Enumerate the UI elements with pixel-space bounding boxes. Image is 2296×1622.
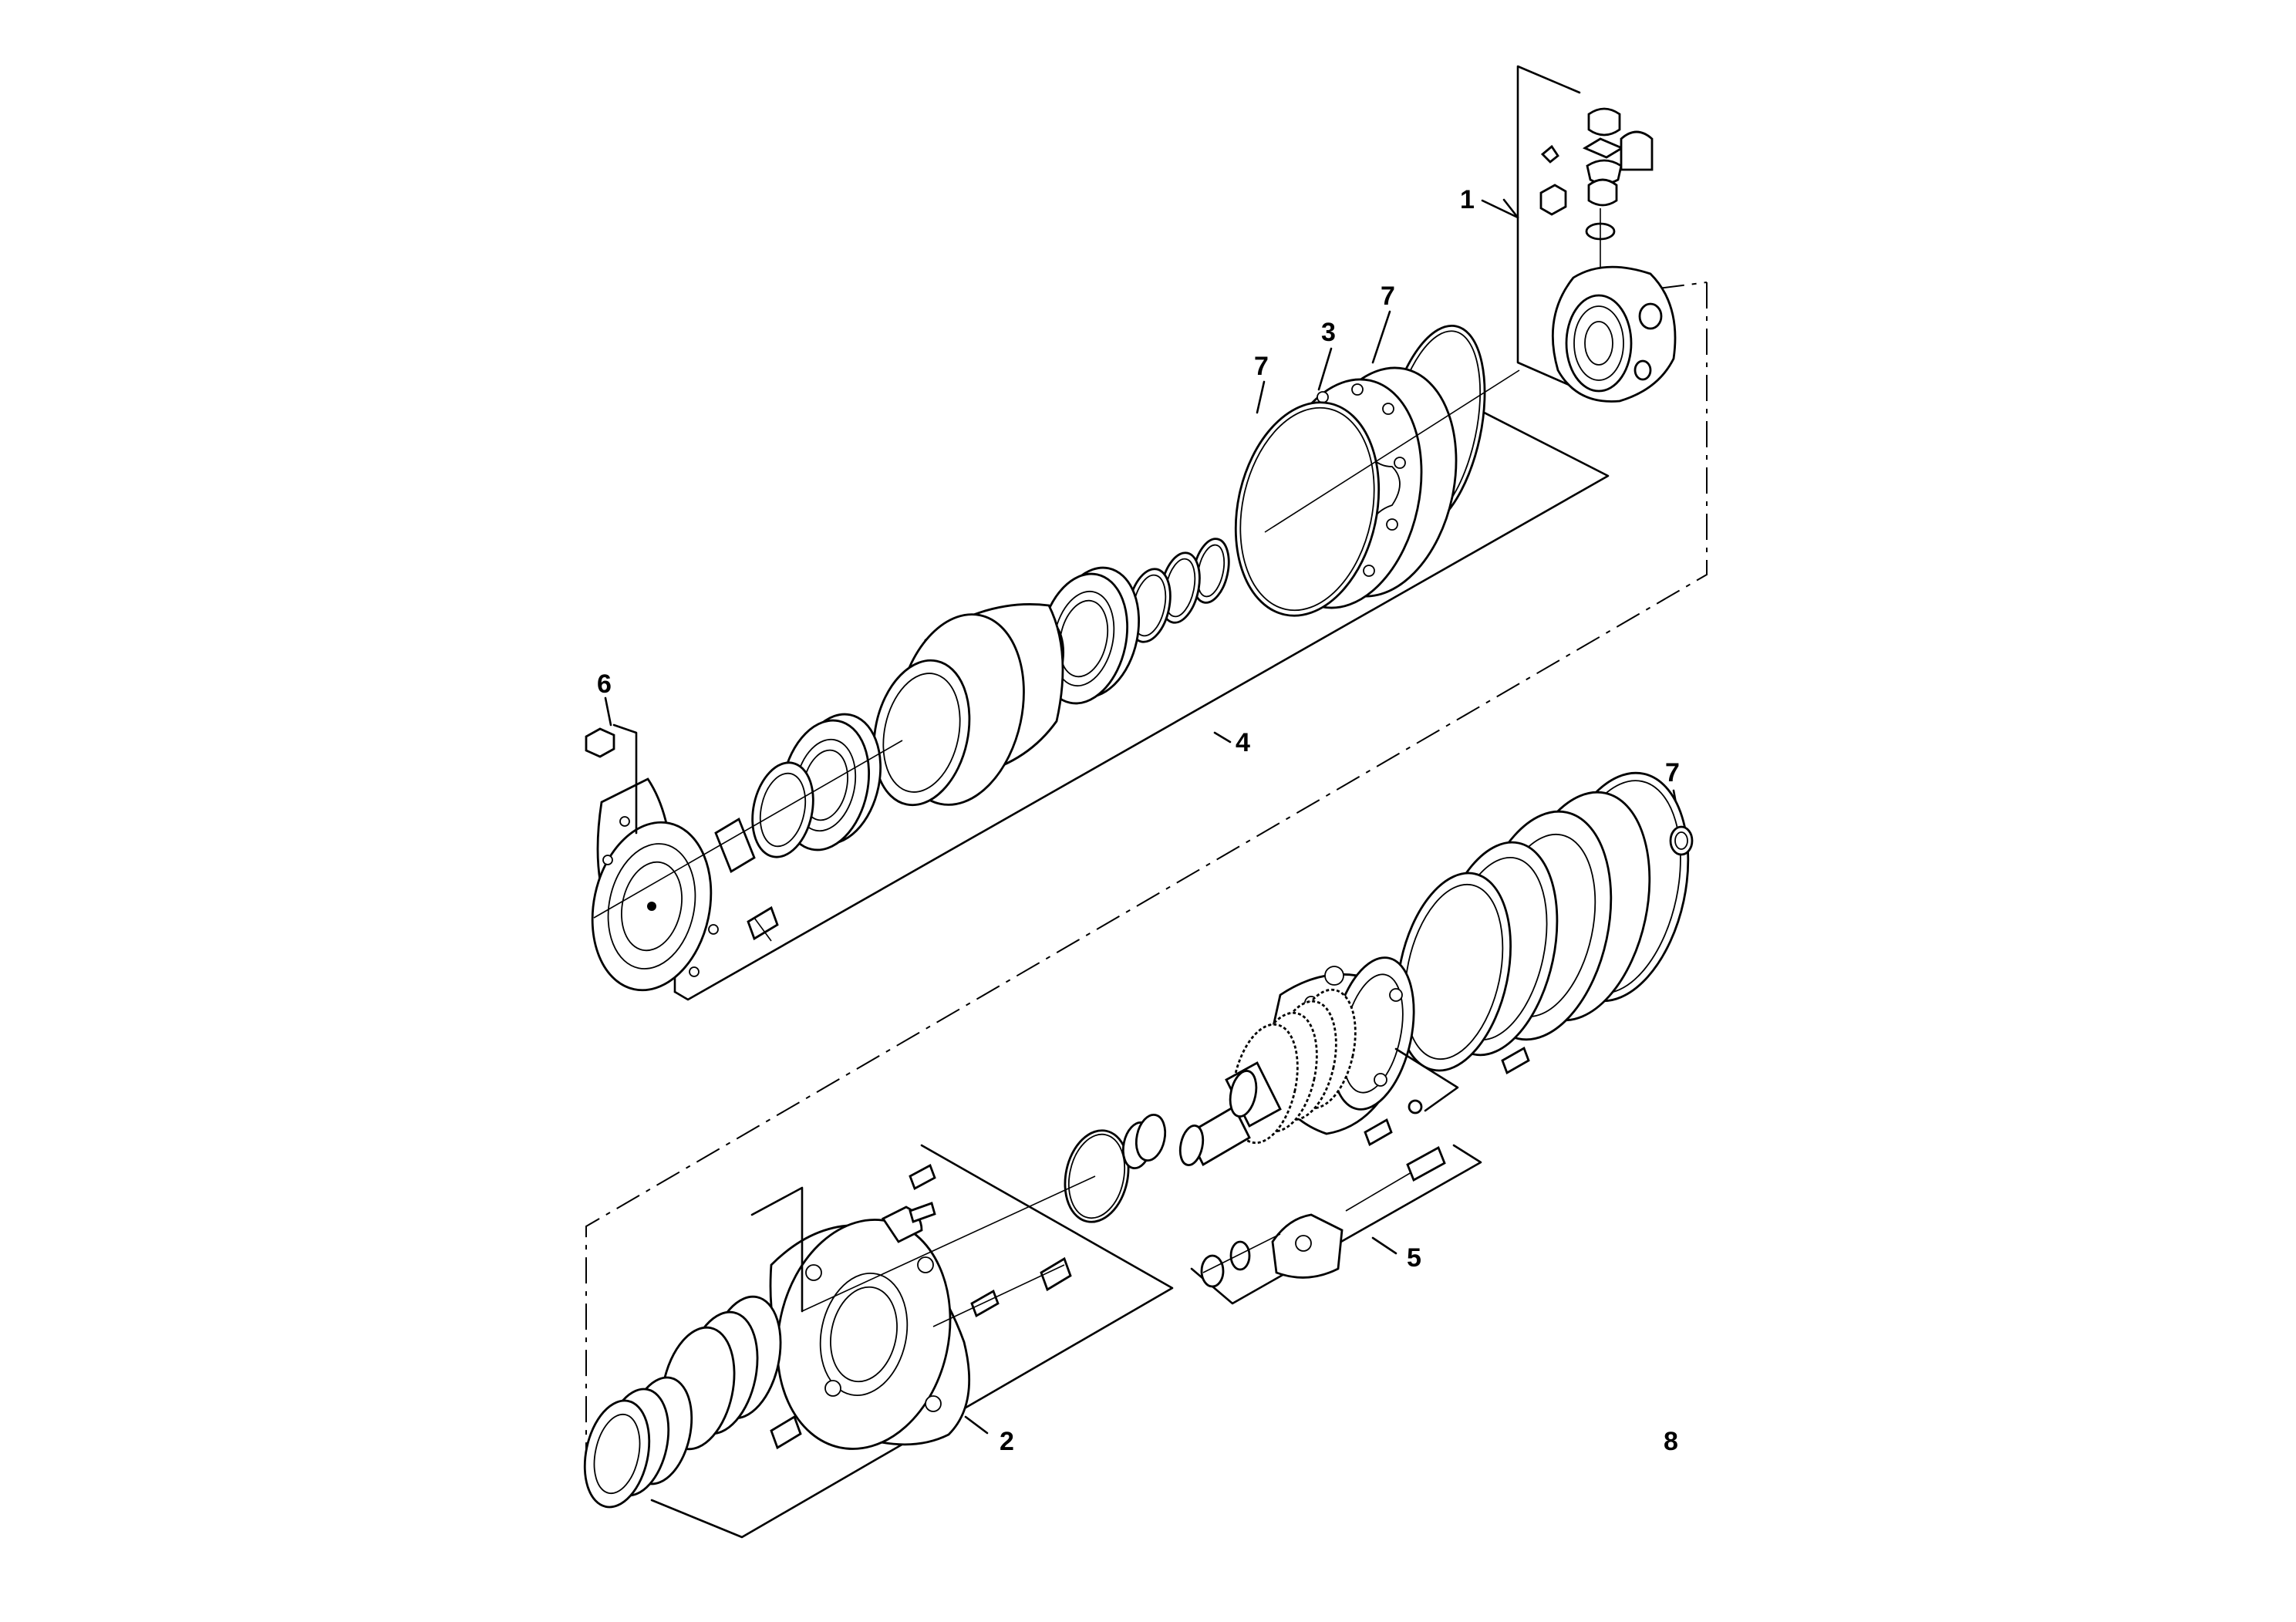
callout-1: 1 — [1460, 185, 1475, 214]
group-5-bracket — [1190, 1144, 1482, 1305]
cam-ring-assembly — [1234, 324, 1520, 617]
group-1-bracket — [1481, 65, 1581, 391]
brake-springs-stack — [1395, 771, 1690, 1072]
drive-shaft — [1178, 1061, 1282, 1166]
o-rings-group-2 — [1064, 1114, 1167, 1223]
seal-rings-group-4 — [1127, 538, 1230, 643]
callout-3: 3 — [1321, 318, 1336, 347]
small-nut-7 — [1669, 825, 1694, 856]
end-cap-bearing — [583, 1376, 802, 1509]
callout-7-top-right: 7 — [1381, 282, 1395, 311]
leader-6 — [604, 696, 612, 727]
callout-7-top-left: 7 — [1254, 352, 1269, 381]
callout-6: 6 — [597, 669, 612, 699]
group-8-dashdot-frame — [585, 282, 1708, 1475]
callout-8: 8 — [1664, 1427, 1678, 1456]
motor-housing — [769, 1175, 1096, 1450]
hub-cover — [872, 603, 1064, 807]
callout-7-right: 7 — [1665, 758, 1680, 787]
output-flange-shaft — [591, 740, 903, 992]
callout-5: 5 — [1407, 1243, 1421, 1273]
callout-4: 4 — [1236, 728, 1250, 757]
connector-block-5 — [1200, 1146, 1446, 1288]
leader-7a — [1371, 310, 1391, 364]
housing-bolts — [750, 1164, 1072, 1327]
leader-3 — [1317, 347, 1333, 391]
spring-coil-group-2 — [660, 1295, 782, 1451]
hex-plug-6 — [585, 723, 638, 835]
bearing-large — [1038, 566, 1141, 705]
leader-7b — [1256, 380, 1266, 414]
callout-2: 2 — [1000, 1427, 1014, 1456]
valve-housing — [1551, 265, 1677, 403]
bolt-group-4 — [747, 905, 779, 942]
bolts-right — [1364, 1046, 1530, 1147]
valve-insert-parts — [1539, 107, 1654, 278]
